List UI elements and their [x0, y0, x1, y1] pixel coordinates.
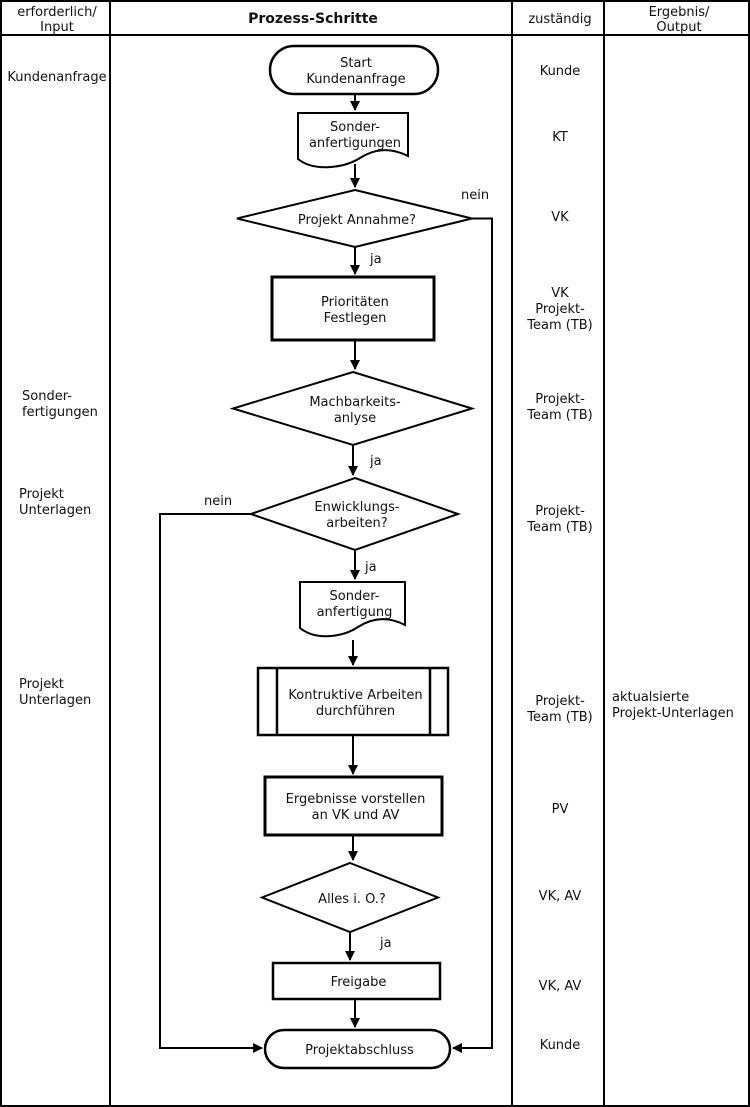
input-kundenanfrage: Kundenanfrage [7, 70, 107, 85]
process-ergebnisse-vorstellen [263, 775, 444, 837]
process-freigabe [271, 961, 442, 1001]
header-responsible: zuständig [528, 12, 592, 27]
responsible-projektteam-2: Projekt- Team (TB) [527, 504, 593, 535]
end-node [263, 1028, 452, 1070]
input-projekt-unterlagen-1: Projekt Unterlagen [19, 487, 92, 518]
end-node-label: Projektabschluss [305, 1043, 414, 1058]
decision-machbarkeitsanalyse [229, 370, 476, 447]
decision-projekt-annahme-label: Projekt Annahme? [297, 212, 417, 228]
edge-label-ja-entwicklung: ja [365, 560, 377, 575]
edge-entwicklung-nein [159, 513, 263, 1053]
responsible-projektteam-3: Projekt- Team (TB) [527, 694, 593, 725]
edge-label-ja-machbarkeit: ja [370, 454, 382, 469]
decision-machbarkeit-label: Machbarkeits- anlyse [309, 394, 401, 426]
input-projekt-unterlagen-2: Projekt Unterlagen [19, 677, 92, 708]
process-ergebnisse-label: Ergebnisse vorstellen an VK und AV [285, 792, 426, 823]
edge-label-ja-allesio: ja [380, 936, 392, 951]
start-node-label: Start Kundenanfrage [306, 56, 406, 87]
responsible-vk-av-2: VK, AV [538, 979, 582, 994]
process-prioritaeten-festlegen [270, 275, 436, 342]
edge-label-ja-annahme: ja [370, 252, 382, 267]
document-sonderanfertigungen [297, 112, 409, 169]
process-prioritaeten-label: Prioritäten Festlegen [321, 294, 389, 326]
header-output: Ergebnis/ Output [648, 4, 710, 35]
output-aktualisierte-unterlagen: aktualsierte Projekt-Unterlagen [612, 690, 734, 721]
edge-label-nein-annahme: nein [461, 188, 490, 203]
edge-annahme-nein [452, 217, 493, 1053]
input-sonderfertigungen: Sonder- fertigungen [22, 389, 98, 420]
decision-entwicklung-label: Enwicklungs- arbeiten? [314, 500, 400, 531]
header-process: Prozess-Schritte [248, 11, 378, 27]
responsible-kunde-2: Kunde [539, 1038, 581, 1053]
responsible-pv: PV [551, 802, 569, 817]
header-input: erforderlich/ Input [17, 4, 97, 35]
responsible-kt: KT [552, 130, 568, 145]
responsible-kunde-1: Kunde [539, 64, 581, 79]
decision-entwicklungsarbeiten [247, 476, 462, 552]
subprocess-konstruktive-label: Kontruktive Arbeiten durchführen [288, 687, 423, 719]
subprocess-konstruktive-arbeiten [256, 666, 450, 737]
decision-alles-io [259, 861, 441, 934]
start-node [268, 44, 440, 96]
decision-alles-io-label: Alles i. O.? [318, 891, 386, 907]
process-freigabe-label: Freigabe [330, 975, 387, 990]
edge-label-nein-entwicklung: nein [204, 494, 233, 509]
decision-projekt-annahme [236, 188, 473, 249]
responsible-vk-av-1: VK, AV [538, 889, 582, 904]
responsible-vk: VK [551, 210, 569, 225]
document-sonderanfertigung [299, 581, 406, 638]
document-sonderanfertigung-label: Sonder- anfertigung [316, 589, 393, 620]
responsible-projektteam-1: Projekt- Team (TB) [527, 392, 593, 423]
document-sonderanfertigungen-label: Sonder- anfertigungen [308, 120, 402, 151]
responsible-vk-projektteam: VK Projekt- Team (TB) [527, 286, 593, 333]
